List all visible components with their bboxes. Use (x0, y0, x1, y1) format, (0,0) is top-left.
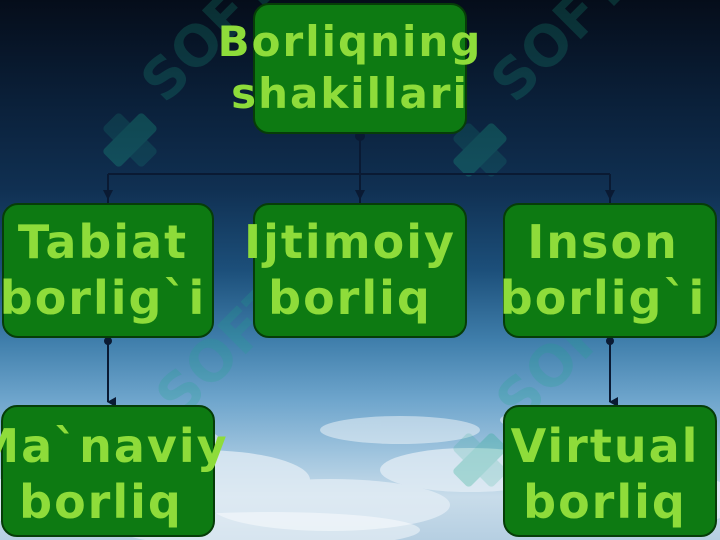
virtual-label-line-2: borliq (523, 475, 687, 529)
tabiat-label-line-1: Tabiat (17, 215, 189, 269)
ijtimoiy-label-line-2: borliq (268, 271, 432, 325)
node-inson-borligi (503, 203, 717, 338)
source-dot-inson (606, 337, 614, 345)
ijtimoiy-label-line-1: Ijtimoiy (244, 215, 456, 269)
root-label-line-2: shakillari (231, 69, 469, 118)
inson-label-line-2: borlig`i (499, 271, 707, 325)
node-ijtimoiy-label: Ijtimoiy borliq (244, 214, 456, 326)
node-ijtimoiy-borliq (253, 203, 467, 338)
node-tabiat-borligi (2, 203, 214, 338)
virtual-label-line-1: Virtual (510, 419, 700, 473)
root-node (253, 3, 467, 134)
root-node-label: Borliqning shakillari (218, 16, 483, 120)
root-label-line-1: Borliqning (217, 17, 483, 66)
node-manaviy-borliq (1, 405, 215, 537)
node-manaviy-label: Ma`naviy borliq (0, 418, 229, 530)
inson-label-line-1: Inson (527, 215, 679, 269)
manaviy-label-line-2: borliq (19, 475, 183, 529)
junction-dot (355, 190, 365, 200)
node-tabiat-label: Tabiat borlig`i (0, 214, 206, 326)
manaviy-label-line-1: Ma`naviy (0, 419, 229, 473)
junction-dot (605, 190, 615, 200)
node-virtual-borliq (503, 405, 717, 537)
source-dot-tabiat (104, 337, 112, 345)
node-inson-label: Inson borlig`i (500, 214, 706, 326)
node-virtual-label: Virtual borliq (511, 418, 700, 530)
junction-dot (103, 190, 113, 200)
tabiat-label-line-2: borlig`i (0, 271, 207, 325)
